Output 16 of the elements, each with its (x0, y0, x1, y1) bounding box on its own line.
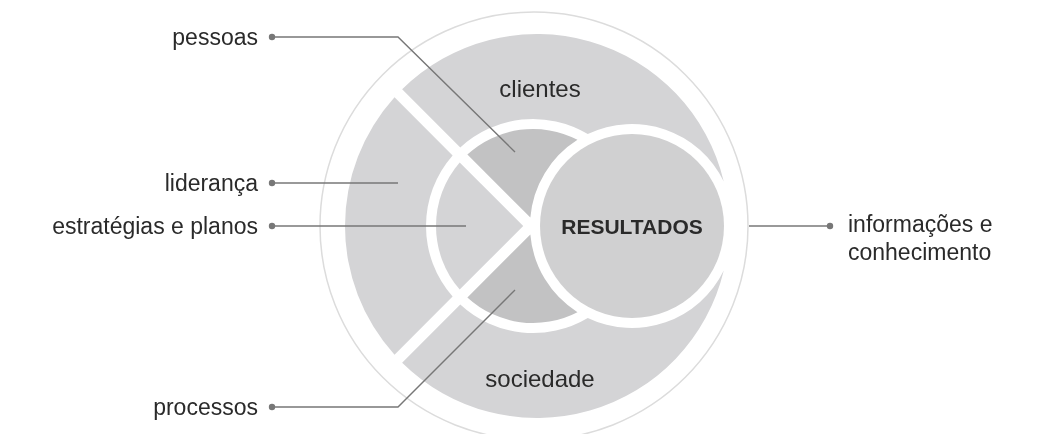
callout-label: estratégias e planos (52, 212, 258, 240)
callout-label: liderança (164, 169, 258, 197)
circle-segment (467, 234, 578, 323)
region-label: clientes (499, 74, 581, 102)
leader-line (268, 222, 467, 230)
leader-line (268, 179, 399, 187)
leader-line (748, 222, 834, 230)
callout-label: processos (153, 393, 258, 421)
region-label: RESULTADOS (561, 214, 703, 238)
leader-line (268, 33, 516, 153)
callout-label: informações e conhecimento (848, 210, 1028, 266)
leader-line (268, 289, 516, 411)
circle-segment (467, 129, 578, 218)
region-label: sociedade (485, 364, 595, 392)
callout-label: pessoas (172, 23, 258, 51)
inner-wedge (436, 162, 524, 290)
